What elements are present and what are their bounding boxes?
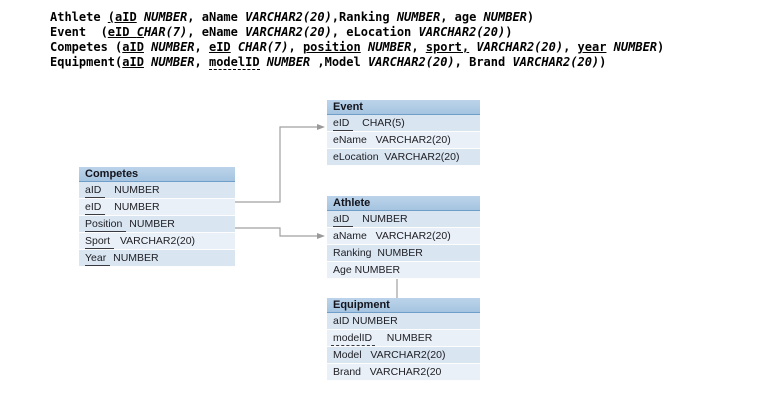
arrowhead-icon <box>317 124 325 130</box>
arrowhead-icon <box>317 233 325 239</box>
column-type: VARCHAR2(20) <box>375 134 451 146</box>
table-row: aID NUMBER <box>79 182 235 199</box>
column-type: VARCHAR2(20) <box>370 349 446 361</box>
column-name: aID <box>333 315 350 327</box>
schema-line: Competes (aID NUMBER, eID CHAR(7), posit… <box>50 40 665 54</box>
column-name: Sport <box>85 235 115 249</box>
column-type: NUMBER <box>114 184 160 196</box>
column-name: Year <box>85 252 111 266</box>
column-name: modelID <box>331 332 376 346</box>
column-name: Ranking <box>333 247 372 259</box>
table-row: Age NUMBER <box>327 262 480 279</box>
column-type: VARCHAR2(20) <box>119 235 196 247</box>
column-type: NUMBER <box>354 264 401 276</box>
column-type: NUMBER <box>113 252 159 264</box>
column-name: eLocation <box>333 151 379 163</box>
column-type: NUMBER <box>129 218 175 230</box>
table-row: eID NUMBER <box>79 199 235 216</box>
table-event: Event eID CHAR(5)eName VARCHAR2(20)eLoca… <box>327 100 480 166</box>
table-row: Ranking NUMBER <box>327 245 480 262</box>
table-header-athlete: Athlete <box>327 196 480 211</box>
table-row: aID NUMBER <box>327 211 480 228</box>
column-type: NUMBER <box>114 201 160 213</box>
table-header-competes: Competes <box>79 167 235 182</box>
table-row: eLocation VARCHAR2(20) <box>327 149 480 166</box>
column-name: Age <box>333 264 352 276</box>
column-name: Model <box>333 349 362 361</box>
table-row: Brand VARCHAR2(20 <box>327 364 480 381</box>
table-row: Model VARCHAR2(20) <box>327 347 480 364</box>
column-name: Position <box>85 218 127 232</box>
column-name: eID <box>333 117 354 131</box>
table-row: Position NUMBER <box>79 216 235 233</box>
table-row: Year NUMBER <box>79 250 235 267</box>
column-type: CHAR(5) <box>362 117 405 129</box>
schema-line: Equipment(aID NUMBER, modelID NUMBER ,Mo… <box>50 55 607 70</box>
column-name: aID <box>85 184 106 198</box>
column-type: VARCHAR2(20) <box>384 151 460 163</box>
table-row: aName VARCHAR2(20) <box>327 228 480 245</box>
column-type: VARCHAR2(20 <box>369 366 442 378</box>
column-name: aName <box>333 230 367 242</box>
column-name: aID <box>333 213 354 227</box>
column-name: Brand <box>333 366 362 378</box>
table-row: eID CHAR(5) <box>327 115 480 132</box>
table-header-equipment: Equipment <box>327 298 480 313</box>
column-type: NUMBER <box>377 247 423 259</box>
table-row: aID NUMBER <box>327 313 480 330</box>
table-body: eID CHAR(5)eName VARCHAR2(20)eLocation V… <box>327 115 480 166</box>
column-name: eName <box>333 134 367 146</box>
schema-definition-text: Athlete (aID NUMBER, aName VARCHAR2(20),… <box>50 10 664 70</box>
column-name: eID <box>85 201 106 215</box>
column-type: VARCHAR2(20) <box>375 230 451 242</box>
relationship-line-competes-event <box>235 126 318 203</box>
column-type: NUMBER <box>352 315 398 327</box>
relationship-line-competes-athlete <box>235 227 318 237</box>
column-type: NUMBER <box>362 213 408 225</box>
table-row: eName VARCHAR2(20) <box>327 132 480 149</box>
schema-line: Event (eID CHAR(7), eName VARCHAR2(20), … <box>50 25 513 39</box>
table-header-event: Event <box>327 100 480 115</box>
column-type: NUMBER <box>386 332 433 344</box>
table-row: Sport VARCHAR2(20) <box>79 233 235 250</box>
schema-line: Athlete (aID NUMBER, aName VARCHAR2(20),… <box>50 10 535 24</box>
table-row: modelID NUMBER <box>327 330 480 347</box>
